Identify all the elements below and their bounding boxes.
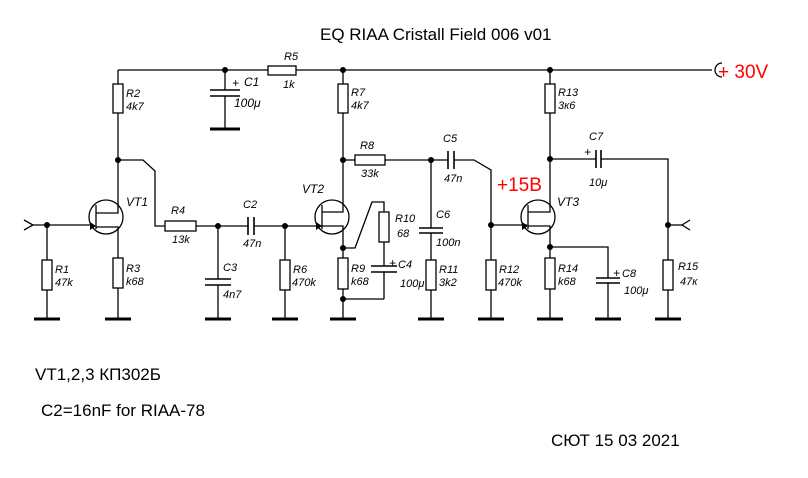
schematic-title: EQ RIAA Cristall Field 006 v01	[320, 25, 551, 44]
c1-polarity: +	[232, 76, 239, 90]
mid-voltage-label: +15B	[497, 175, 542, 196]
r8-value: 33k	[361, 168, 379, 180]
c3-ref: C3	[223, 262, 238, 274]
resistor-r14	[544, 257, 556, 290]
r1-value: 47k	[55, 277, 73, 289]
vt1-ref: VT1	[126, 195, 148, 209]
resistor-r5	[267, 65, 297, 76]
c5-ref: C5	[443, 133, 458, 145]
r10-value: 68	[397, 228, 410, 240]
r6-ref: R6	[293, 264, 308, 276]
c4-value: 100μ	[400, 278, 424, 290]
r4-value: 13k	[172, 234, 190, 246]
capacitor-c6	[419, 227, 443, 234]
c8-ref: C8	[622, 268, 637, 280]
r3-value: k68	[126, 276, 145, 288]
supply-voltage-label: + 30V	[718, 62, 769, 83]
r14-ref: R14	[558, 263, 578, 275]
vt2-ref: VT2	[302, 182, 324, 196]
c5-value: 47n	[444, 173, 462, 185]
r2-value: 4k7	[126, 101, 145, 113]
resistor-r4	[164, 220, 197, 232]
c8-polarity: +	[613, 266, 620, 280]
capacitor-c5	[447, 151, 455, 169]
r5-value: 1k	[283, 79, 295, 91]
resistor-r12	[485, 259, 497, 291]
c2-value: 47n	[243, 238, 261, 250]
r12-ref: R12	[499, 264, 519, 276]
r12-value: 470k	[498, 277, 522, 289]
r5-ref: R5	[284, 51, 299, 63]
capacitor-c1	[210, 70, 240, 131]
r13-ref: R13	[558, 87, 579, 99]
r1-ref: R1	[55, 264, 69, 276]
c7-ref: C7	[589, 131, 604, 143]
transistor-note: VT1,2,3 КП302Б	[35, 365, 161, 384]
r8-ref: R8	[360, 140, 375, 152]
c2-option-note: C2=16nF for RIAA-78	[41, 401, 205, 420]
vt3-ref: VT3	[557, 195, 579, 209]
c3-value: 4n7	[223, 289, 242, 301]
c1-value: 100μ	[234, 96, 261, 110]
r11-ref: R11	[439, 264, 458, 276]
resistor-r1	[41, 259, 53, 291]
resistor-r2	[112, 83, 124, 114]
resistor-r10	[378, 211, 390, 243]
resistor-r8	[354, 154, 386, 166]
r14-value: k68	[558, 276, 577, 288]
r9-value: k68	[351, 276, 370, 288]
r6-value: 470k	[292, 277, 316, 289]
r11-value: 3k2	[439, 277, 457, 289]
r7-ref: R7	[351, 87, 366, 99]
c6-ref: C6	[436, 209, 451, 221]
r4-ref: R4	[171, 205, 185, 217]
r13-value: 3к6	[558, 100, 576, 112]
c4-polarity: +	[389, 256, 396, 270]
signature-note: СЮТ 15 03 2021	[551, 431, 680, 450]
resistor-r7	[337, 83, 349, 114]
supply-terminal-icon	[714, 62, 723, 78]
r15-value: 47к	[680, 276, 698, 288]
resistor-r11	[425, 259, 437, 291]
supply-rail	[117, 69, 712, 84]
r15-ref: R15	[678, 261, 699, 273]
r7-value: 4k7	[351, 100, 370, 112]
resistor-r9	[337, 257, 349, 290]
input-terminal-icon	[23, 219, 35, 231]
c7-polarity: +	[584, 145, 591, 159]
c7-value: 10μ	[589, 177, 607, 189]
c4-ref: C4	[398, 259, 412, 271]
resistor-r13	[544, 83, 556, 114]
r9-ref: R9	[351, 263, 365, 275]
r2-ref: R2	[126, 88, 140, 100]
capacitor-c3	[205, 226, 231, 321]
capacitor-c2	[247, 217, 255, 235]
c2-ref: C2	[243, 199, 257, 211]
resistor-r6	[279, 259, 291, 291]
resistor-r3	[112, 257, 124, 289]
transistor-vt1	[88, 195, 124, 258]
resistor-r15	[662, 259, 674, 291]
r10-ref: R10	[395, 213, 416, 225]
c8-value: 100μ	[624, 285, 648, 297]
r3-ref: R3	[126, 263, 141, 275]
c6-value: 100n	[436, 237, 460, 249]
output-terminal-icon	[680, 219, 691, 231]
c1-ref: C1	[244, 75, 259, 89]
capacitor-c7	[595, 150, 602, 168]
